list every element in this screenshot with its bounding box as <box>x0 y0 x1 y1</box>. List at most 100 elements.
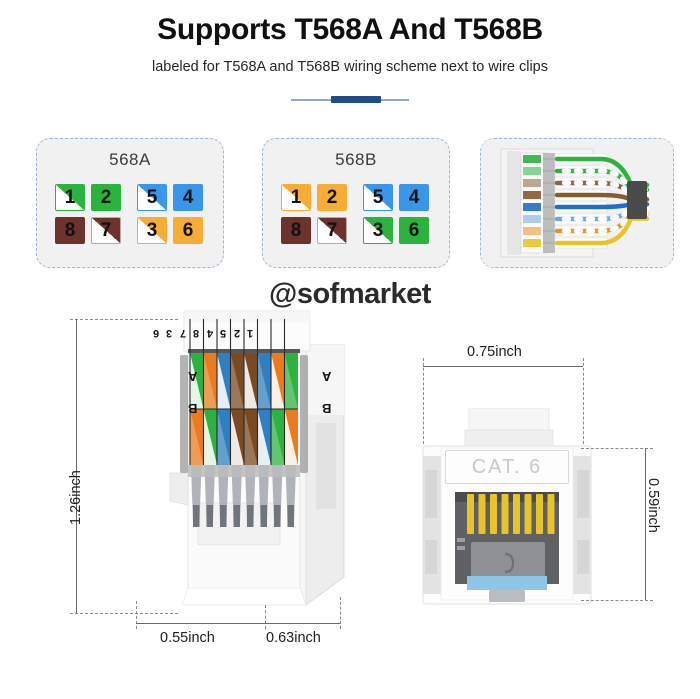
t568a-pin-7: 7 <box>91 217 121 244</box>
jack-height-bottom-guide <box>581 600 653 601</box>
pin-number: 1 <box>64 187 76 208</box>
divider-thick-bar <box>331 96 381 103</box>
pin-number: 6 <box>408 220 420 241</box>
scheme-letter-a-right: A <box>322 369 332 384</box>
rj45-contact <box>547 494 555 534</box>
pin-number: 2 <box>100 187 112 208</box>
punch-slot-bottom <box>244 409 258 465</box>
t568b-pin-2: 2 <box>317 184 347 211</box>
keystone-rear-illustration <box>169 310 345 606</box>
pin-number: 5 <box>146 187 158 208</box>
punch-slot-top-stripe <box>284 353 298 409</box>
wire-photo-inner <box>481 139 673 267</box>
pin-stripe-triangle <box>92 218 120 243</box>
punch-slot-bottom-stripe <box>244 409 258 465</box>
cap-number: 7 <box>179 327 186 339</box>
punchdown-color-tab <box>523 203 541 211</box>
scheme-letter-b-right: B <box>322 401 332 416</box>
punch-slot-bottom-stripe <box>230 409 244 465</box>
cable-wire-stripe <box>554 206 650 222</box>
pin-number: 5 <box>372 187 384 208</box>
accent-divider <box>291 96 409 103</box>
wire-clip-tip <box>260 505 267 527</box>
pin-stripe-triangle <box>318 218 346 243</box>
punch-slot-bottom <box>190 409 204 465</box>
cap-number: 6 <box>152 327 159 339</box>
punch-slot-bottom-stripe <box>217 409 231 465</box>
punch-slot-top-stripe <box>217 353 231 409</box>
rj45-contact <box>478 494 486 534</box>
cap-number: 3 <box>166 327 173 339</box>
jack-width-dim-line <box>423 366 583 367</box>
punch-slot-bottom-stripe <box>284 409 298 465</box>
punch-slot-top <box>284 353 298 409</box>
width-side-dim-label: 0.63inch <box>266 630 321 646</box>
jack-height-dim-label: 0.59inch <box>645 478 661 533</box>
punch-slot-bottom-stripe <box>271 409 285 465</box>
rj45-contact <box>536 494 543 534</box>
cap-number: 4 <box>206 327 213 339</box>
t568b-pin-3: 3 <box>363 217 393 244</box>
jack-height-dim-line <box>645 448 646 600</box>
width-front-dim-label: 0.55inch <box>160 630 215 646</box>
pin-number: 1 <box>290 187 302 208</box>
cap-number: 5 <box>220 327 227 339</box>
card-t568b-label: 568B <box>335 150 377 169</box>
pin-number: 8 <box>290 220 302 241</box>
t568a-pin-2: 2 <box>91 184 121 211</box>
t568a-pin-5: 5 <box>137 184 167 211</box>
punch-slot-top <box>257 353 271 409</box>
punch-slot-top <box>203 353 217 409</box>
rj45-contact <box>501 494 509 534</box>
punch-slot-top-stripe <box>244 353 258 409</box>
punch-slot-top-stripe <box>230 353 244 409</box>
pin-stripe-triangle <box>138 185 166 210</box>
scheme-letter-a-left: A <box>188 369 198 384</box>
pin-stripe-triangle <box>56 185 84 210</box>
t568a-pin-8: 8 <box>55 217 85 244</box>
rj45-contact <box>467 494 474 534</box>
pin-number: 3 <box>372 220 384 241</box>
punch-slot-top <box>230 353 244 409</box>
wire-clip-tip <box>206 505 213 527</box>
card-t568a-label: 568A <box>109 150 151 169</box>
pin-stripe-triangle <box>138 218 166 243</box>
page-subtitle: labeled for T568A and T568B wiring schem… <box>151 59 549 75</box>
pin-number: 3 <box>146 220 158 241</box>
punch-slot-bottom-stripe <box>203 409 217 465</box>
punchdown-color-tab <box>523 155 541 163</box>
pin-number: 2 <box>326 187 338 208</box>
punchdown-color-tab <box>523 239 541 247</box>
t568b-pin-1: 1 <box>281 184 311 211</box>
punch-slot-top-stripe <box>203 353 217 409</box>
jack-width-right-guide <box>583 358 584 444</box>
t568a-pin-1: 1 <box>55 184 85 211</box>
right-product-photo: 0.75inch <box>405 336 685 626</box>
pin-stripe-triangle <box>282 185 310 210</box>
watermark-text: @sofmarket <box>269 278 431 310</box>
height-dim-label: 1.26inch <box>68 470 84 525</box>
pin-number: 7 <box>100 220 112 241</box>
height-dim-bottom-guide <box>70 613 178 614</box>
rj45-contact <box>490 494 497 534</box>
jack-height-top-guide <box>581 448 653 449</box>
height-dim-line <box>76 319 77 613</box>
pin-number: 7 <box>326 220 338 241</box>
wire-clip-tip <box>247 505 254 527</box>
pin-number: 4 <box>182 187 194 208</box>
punch-slot-top-stripe <box>190 353 204 409</box>
t568b-pin-group-left: 1 2 8 7 <box>281 184 347 244</box>
punchdown-color-tab <box>523 215 541 223</box>
cap-number: 1 <box>247 327 254 339</box>
pin-stripe-triangle <box>364 218 392 243</box>
left-product-photo: 1.26inch <box>60 305 360 655</box>
scheme-letter-b-left: B <box>188 401 198 416</box>
t568a-pin-4: 4 <box>173 184 203 211</box>
cap-number: 8 <box>193 327 200 339</box>
punch-slot-bottom-stripe <box>190 409 204 465</box>
card-wire-photo <box>480 138 674 268</box>
